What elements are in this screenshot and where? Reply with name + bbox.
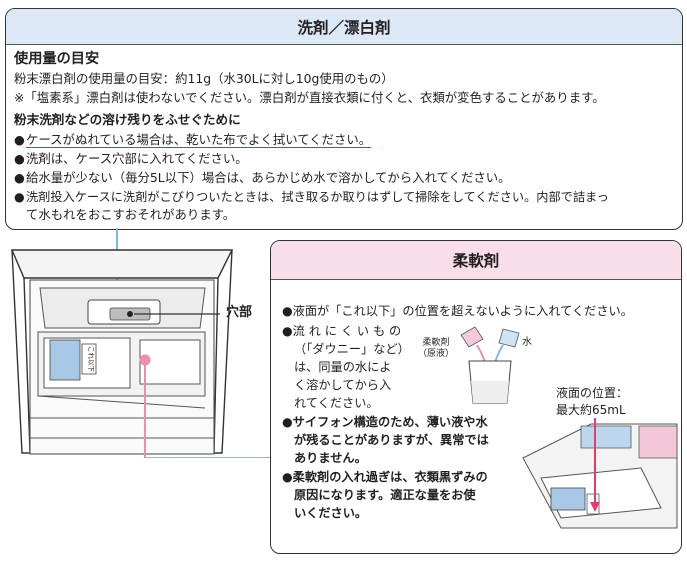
detergent-bullet-4-continuation: て水もれをおこすおそれがあります。 xyxy=(26,207,236,222)
cup-label-line: 柔軟剤 xyxy=(422,338,450,348)
detergent-bullet-4: ●洗剤投入ケースに洗剤がこびりついたときは、拭き取るか取りはずして掃除をしてくだ… xyxy=(14,188,609,206)
softener-title: 柔軟剤 xyxy=(271,241,681,280)
level-label-2: 最大約65mL xyxy=(556,403,626,417)
softener-bullet-4: ●柔軟剤の入れ過ぎは、衣類黒ずみの xyxy=(282,469,488,487)
detergent-bullet-2: ●洗剤は、ケース穴部に入れてください。 xyxy=(14,150,248,168)
softener-bullet-3-line: ありません。 xyxy=(294,451,367,465)
detergent-section: 洗剤／漂白剤 xyxy=(5,8,683,230)
usage-line-2: ※「塩素系」漂白剤は使わないでください。漂白剤が直接衣類に付くと、衣類が変色する… xyxy=(14,90,605,105)
hole-label: 穴部 xyxy=(226,305,253,320)
bullet-dot: ● xyxy=(282,415,293,429)
usage-line-1: 粉末漂白剤の使用量の目安：約11g（水30Lに対し10g使用のもの） xyxy=(14,71,394,86)
softener-pointer-line xyxy=(144,360,270,458)
prevent-heading: 粉末洗剤などの溶け残りをふせぐために xyxy=(14,112,241,127)
bullet-dot: ● xyxy=(282,324,293,338)
water-label: 水 xyxy=(522,337,532,348)
detergent-title: 洗剤／漂白剤 xyxy=(6,9,682,45)
softener-bullet-4-line: いください。 xyxy=(294,506,368,520)
bullet-text: 柔軟剤の入れ過ぎは、衣類黒ずみの xyxy=(292,470,488,484)
cup-label-line: （原液） xyxy=(418,349,455,359)
level-label-1: 液面の位置： xyxy=(556,386,629,400)
bullet-dot: ● xyxy=(14,190,25,204)
softener-bullet-1: ●液面が「これ以下」の位置を超えないように入れてください。 xyxy=(282,303,633,321)
softener-bullet-2-line: は、同量の水によ xyxy=(294,360,392,374)
bullet-text: ケースがぬれている場合は、乾いた布でよく拭いてください。 xyxy=(26,132,372,148)
usage-heading: 使用量の目安 xyxy=(14,51,100,67)
softener-bullet-4-line: 原因になります。適正な量をお使 xyxy=(294,488,476,502)
lid-edge xyxy=(10,249,234,279)
softener-bullet-2: ●流 れ に く い も の xyxy=(282,323,401,341)
softener-bullet-3: ●サイフォン構造のため、薄い液や水 xyxy=(282,414,488,432)
dispenser-illustration: これ以下 xyxy=(10,228,270,458)
detergent-bullet-3: ●給水量が少ない（毎分5L以下）場合は、あらかじめ水で溶かしてから入れてください… xyxy=(14,169,511,187)
bullet-text: 液面が「これ以下」の位置を超えないように入れてください。 xyxy=(292,304,633,318)
softener-bullet-3-line: が残ることがありますが、異常では xyxy=(294,433,489,447)
bullet-text: サイフォン構造のため、薄い液や水 xyxy=(292,415,488,429)
softener-bullet-2-line: （「ダウニー」など） xyxy=(294,342,410,356)
bullet-dot: ● xyxy=(282,304,293,318)
bullet-text: 洗剤投入ケースに洗剤がこびりついたときは、拭き取るか取りはずして掃除をしてくださ… xyxy=(26,190,609,204)
level-pointer-arrow xyxy=(590,502,600,512)
detergent-bullet-1: ●ケースがぬれている場合は、乾いた布でよく拭いてください。 xyxy=(14,131,372,149)
bullet-text: 洗剤は、ケース穴部に入れてください。 xyxy=(26,151,248,166)
softener-bullet-2-line: れてください。 xyxy=(294,396,379,410)
bullet-dot: ● xyxy=(14,170,25,185)
bullet-dot: ● xyxy=(14,132,25,147)
bullet-text: 流 れ に く い も の xyxy=(292,324,402,338)
bullet-text: 給水量が少ない（毎分5L以下）場合は、あらかじめ水で溶かしてから入れてください。 xyxy=(26,170,511,185)
liquid-level-illustration xyxy=(522,418,678,529)
mixing-cup-illustration xyxy=(460,326,520,404)
softener-cup-label: 柔軟剤 （原液） xyxy=(418,338,454,360)
softener-bullet-2-line: く溶かしてから入 xyxy=(294,378,392,392)
case-fill-label: これ以下 xyxy=(87,346,95,373)
bullet-dot: ● xyxy=(14,151,25,166)
bullet-dot: ● xyxy=(282,470,293,484)
